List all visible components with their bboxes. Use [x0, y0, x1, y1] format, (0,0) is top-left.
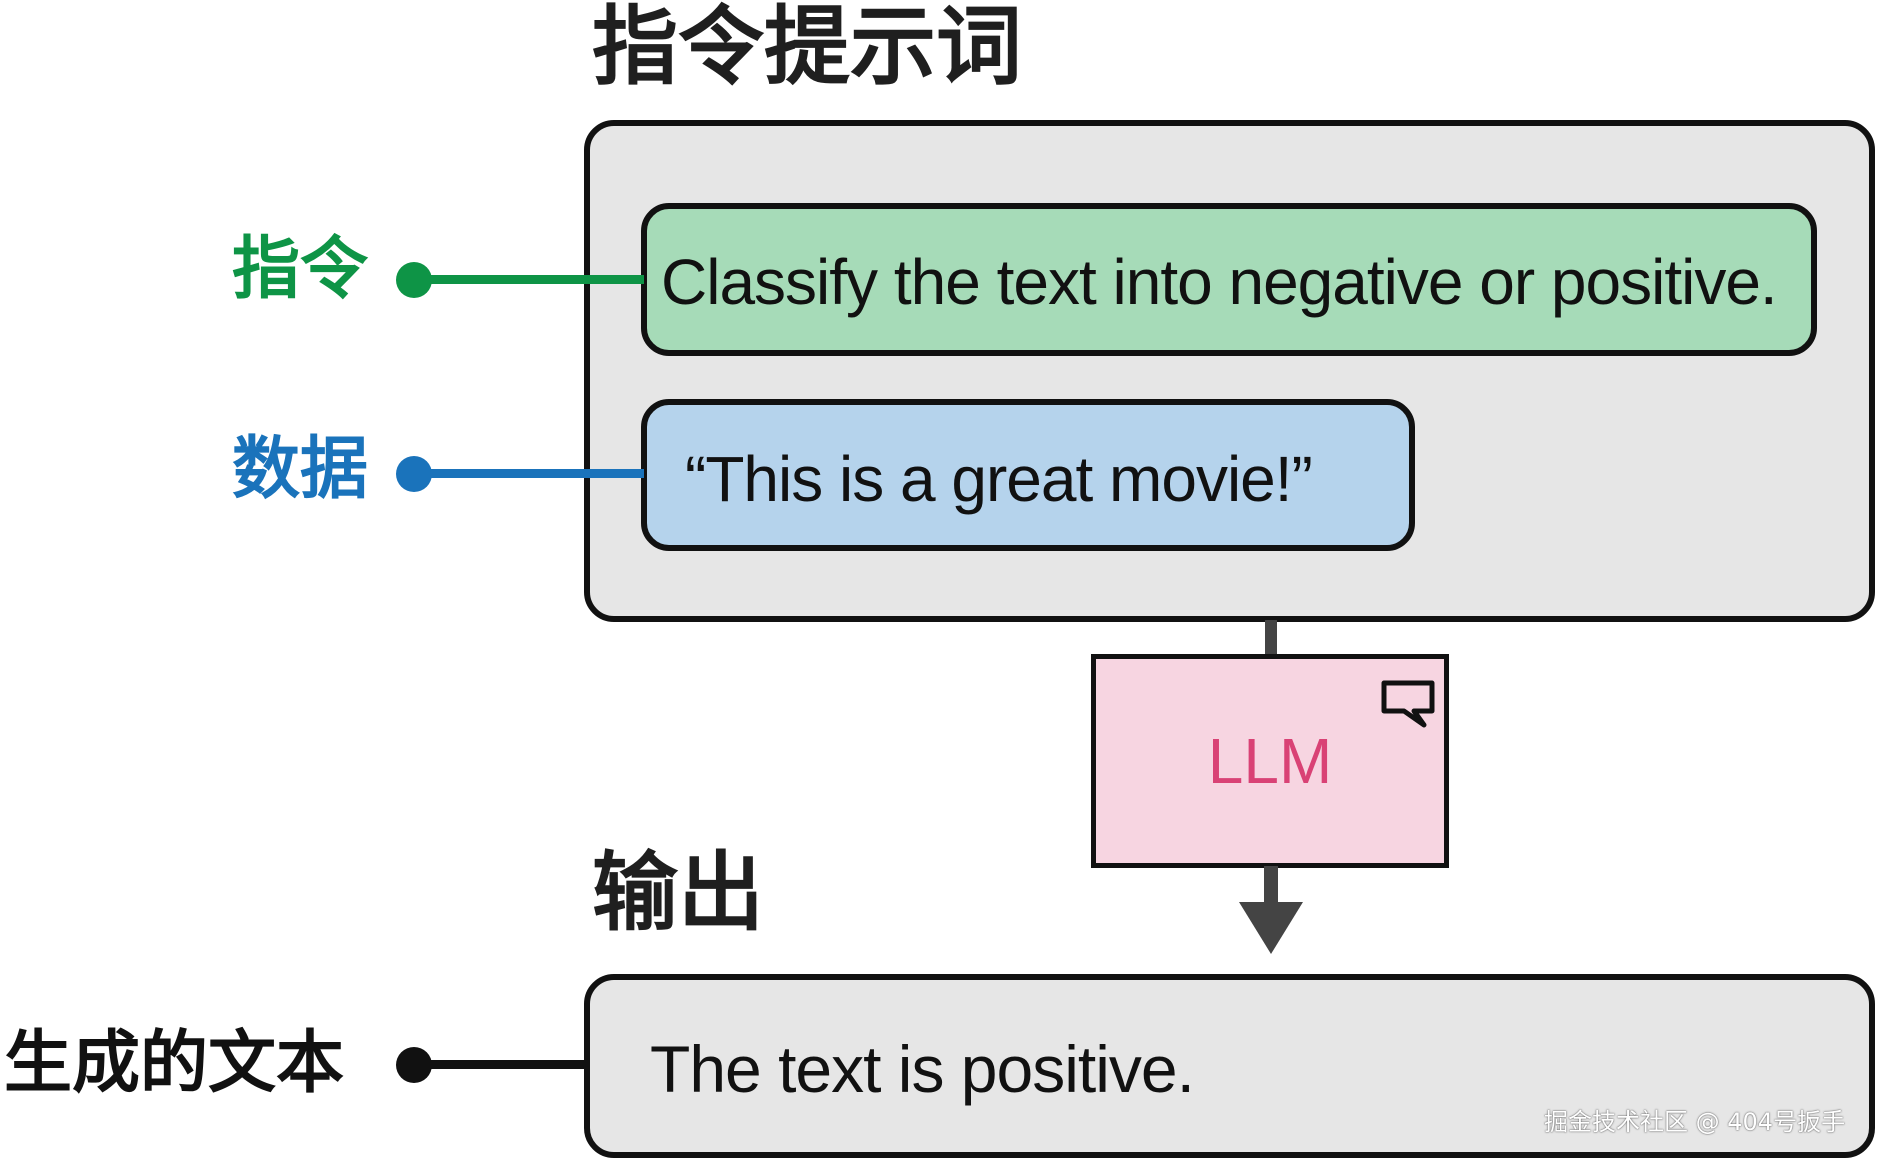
down-arrow-icon — [1239, 902, 1303, 954]
prompt-title: 指令提示词 — [592, 0, 1022, 97]
data-box: “This is a great movie!” — [641, 399, 1415, 551]
output-title: 输出 — [592, 843, 764, 943]
prompt-to-llm-connector — [1265, 620, 1277, 656]
data-connector-line — [414, 469, 644, 478]
llm-label: LLM — [1207, 725, 1333, 797]
data-label: 数据 — [232, 430, 369, 509]
output-label: 生成的文本 — [4, 1024, 345, 1103]
chat-bubble-icon — [1381, 680, 1435, 728]
watermark: 掘金技术社区 @ 404号扳手 — [1544, 1108, 1846, 1136]
output-box: The text is positive. — [584, 974, 1875, 1158]
instruction-text: Classify the text into negative or posit… — [661, 246, 1778, 318]
llm-to-output-arrow-shaft — [1264, 866, 1278, 906]
instruction-label: 指令 — [232, 230, 369, 309]
data-text: “This is a great movie!” — [685, 443, 1313, 515]
output-text: The text is positive. — [650, 1032, 1195, 1106]
instruction-box: Classify the text into negative or posit… — [641, 203, 1817, 356]
llm-box: LLM — [1091, 654, 1449, 868]
instruction-connector-line — [414, 275, 644, 284]
output-connector-line — [414, 1060, 588, 1069]
